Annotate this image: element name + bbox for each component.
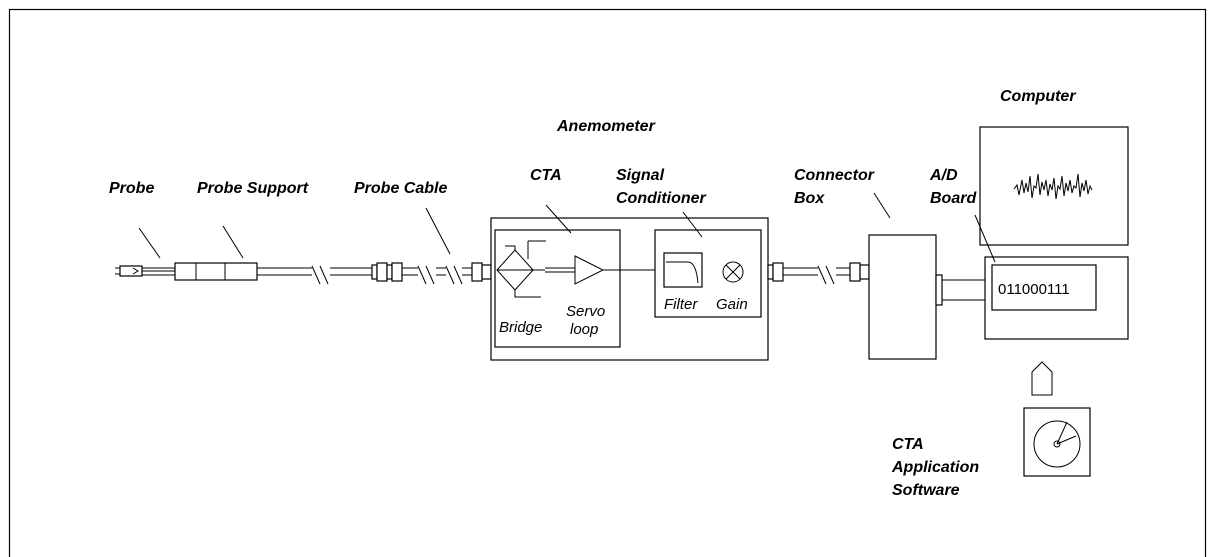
cta-software-label-line1: CTA [892, 436, 924, 453]
gain-label: Gain [716, 296, 748, 313]
signal-conditioner-pointer [682, 211, 703, 238]
ribbon-cable [935, 274, 985, 306]
cta-pointer [545, 204, 572, 234]
probe-pointer [138, 227, 161, 259]
connector-box [868, 234, 937, 360]
bridge-label: Bridge [499, 319, 542, 336]
connector-box-label-line1: Connector [794, 167, 875, 184]
probe-cable-label: Probe Cable [354, 180, 447, 197]
computer-monitor [979, 126, 1129, 246]
ad-board-label-line1: A/D [929, 167, 958, 184]
filter-label: Filter [664, 296, 698, 313]
anemometer-label: Anemometer [556, 118, 656, 135]
ad-board-pointer [974, 214, 996, 263]
signal-conditioner-unit [654, 229, 762, 318]
software-disk-icon [1023, 407, 1091, 477]
signal-conditioner-label-line1: Signal [616, 167, 665, 184]
probe [115, 265, 175, 277]
connector-box-label-line2: Box [794, 190, 825, 207]
servo-loop-label-line1: Servo [566, 303, 605, 320]
cta-software-label-line3: Software [892, 482, 960, 499]
servo-loop-label-line2: loop [570, 321, 598, 338]
computer-base [984, 256, 1129, 340]
probe-cable-pointer [425, 207, 451, 255]
probe-support [174, 262, 329, 285]
bnc-cable [767, 262, 870, 285]
ad-board-display [991, 264, 1097, 311]
diagram-frame [8, 8, 1207, 557]
computer-label: Computer [1000, 88, 1076, 105]
ad-board-binary-value: 011000111 [998, 281, 1070, 298]
upload-arrow-icon [1031, 361, 1053, 396]
connector-box-pointer [873, 192, 891, 219]
cta-label: CTA [530, 167, 562, 184]
cta-unit [494, 229, 655, 348]
probe-label: Probe [109, 180, 154, 197]
probe-support-label: Probe Support [197, 180, 309, 197]
probe-cable [330, 262, 492, 285]
signal-conditioner-label-line2: Conditioner [616, 190, 707, 207]
probe-support-pointer [222, 225, 244, 259]
cta-software-label-line2: Application [891, 459, 979, 476]
ad-board-label-line2: Board [930, 190, 977, 207]
